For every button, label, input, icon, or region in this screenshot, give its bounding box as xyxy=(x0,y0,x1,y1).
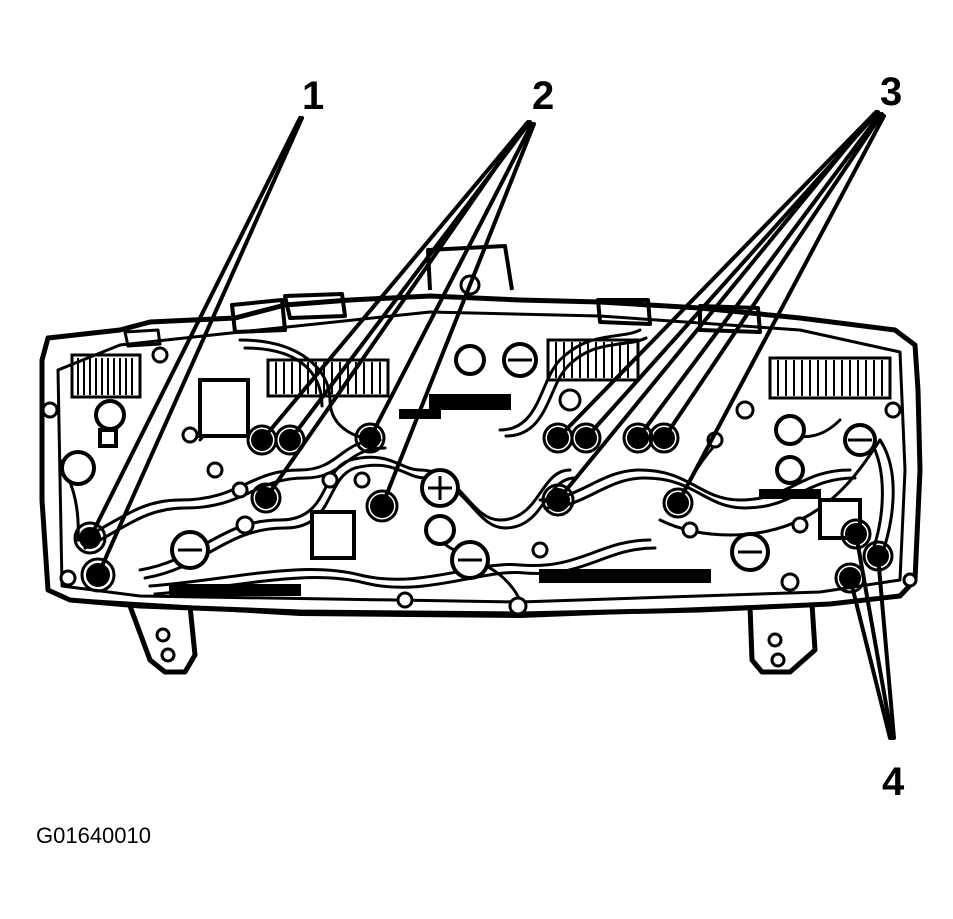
mounting-holes xyxy=(41,274,918,668)
cutouts xyxy=(98,378,862,560)
socket-slots xyxy=(178,358,872,562)
circuit-traces xyxy=(58,328,895,602)
callout-3: 3 xyxy=(880,70,903,114)
leader-lines xyxy=(88,110,896,740)
callout-1: 1 xyxy=(302,74,325,118)
figure-code: G01640010 xyxy=(36,823,151,848)
callout-2: 2 xyxy=(532,74,555,118)
connector-blocks xyxy=(70,338,892,596)
callout-4: 4 xyxy=(882,760,905,804)
